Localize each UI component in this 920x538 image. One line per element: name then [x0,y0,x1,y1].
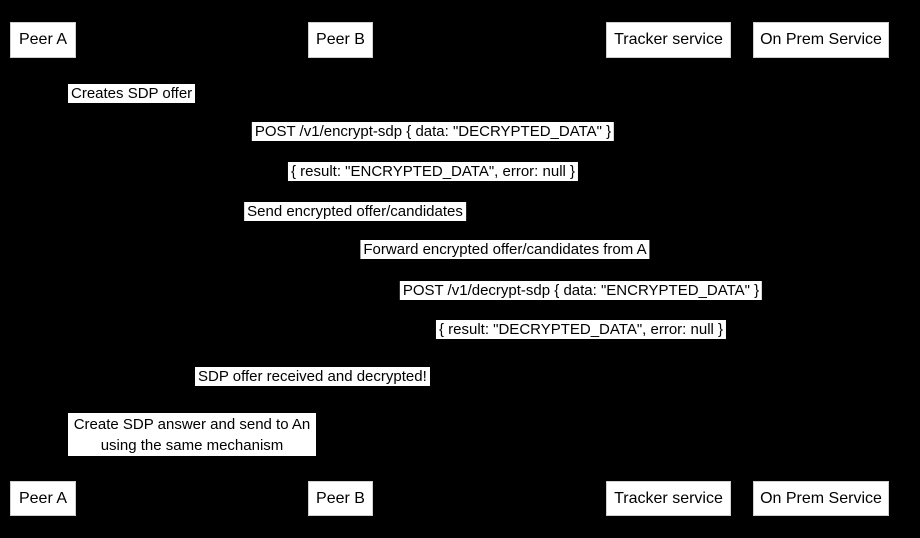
actor-on-prem-service-top: On Prem Service [753,22,889,58]
note-create-sdp-answer: Create SDP answer and send to An using t… [68,413,316,456]
message-post-encrypt-sdp: POST /v1/encrypt-sdp { data: "DECRYPTED_… [251,122,615,141]
actor-peer-a-top: Peer A [10,22,76,58]
note-line-1: Create SDP answer and send to An [73,416,311,433]
message-result-encrypted-data: { result: "ENCRYPTED_DATA", error: null … [287,162,579,181]
message-forward-encrypted-offer: Forward encrypted offer/candidates from … [360,240,650,259]
actor-tracker-service-top: Tracker service [606,22,731,58]
message-creates-sdp-offer: Creates SDP offer [68,84,196,103]
actor-peer-a-bottom: Peer A [10,481,76,516]
message-send-encrypted-offer: Send encrypted offer/candidates [244,202,466,221]
note-line-2: using the same mechanism [100,437,284,454]
message-result-decrypted-data: { result: "DECRYPTED_DATA", error: null … [435,320,727,339]
actor-on-prem-service-bottom: On Prem Service [753,481,889,516]
actor-peer-b-bottom: Peer B [308,481,373,516]
actor-tracker-service-bottom: Tracker service [606,481,731,516]
message-sdp-offer-received: SDP offer received and decrypted! [195,367,430,386]
actor-peer-b-top: Peer B [308,22,373,58]
message-post-decrypt-sdp: POST /v1/decrypt-sdp { data: "ENCRYPTED_… [399,281,763,300]
